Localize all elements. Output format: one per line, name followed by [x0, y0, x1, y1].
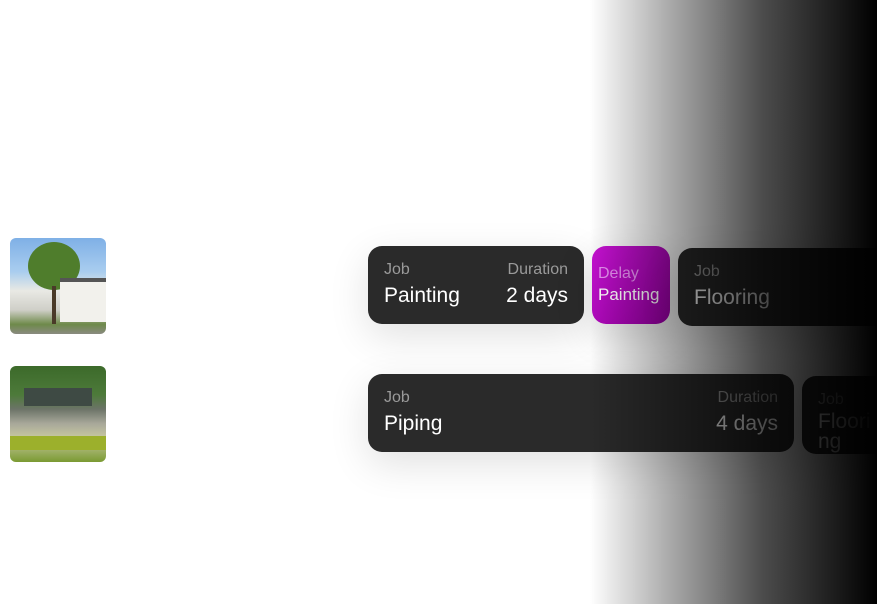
job-label: Job — [818, 391, 844, 408]
job-card-painting[interactable]: Job Painting Duration 2 days — [368, 246, 584, 324]
delay-job: Painting — [598, 285, 660, 304]
house-thumbnail-2 — [10, 366, 106, 462]
delay-label: Delay — [598, 265, 639, 282]
delay-card[interactable]: Delay Painting — [592, 246, 670, 324]
job-label: Job — [694, 263, 720, 280]
job-name: Painting — [384, 284, 460, 307]
duration-label: Duration — [507, 261, 568, 278]
duration-label: Duration — [717, 389, 778, 406]
job-label: Job — [384, 261, 410, 278]
job-name: Flooring — [694, 286, 770, 309]
house-thumbnail-1 — [10, 238, 106, 334]
job-card-flooring[interactable]: Job Flooring — [678, 248, 877, 326]
duration-value: 2 days — [506, 284, 568, 307]
job-card-piping[interactable]: Job Piping Duration 4 days — [368, 374, 794, 452]
job-card-flooring-2[interactable]: Job Flooring — [802, 376, 877, 454]
job-name: Piping — [384, 412, 443, 435]
duration-value: 4 days — [716, 412, 778, 435]
job-label: Job — [384, 389, 410, 406]
job-name: Flooring — [818, 410, 871, 453]
